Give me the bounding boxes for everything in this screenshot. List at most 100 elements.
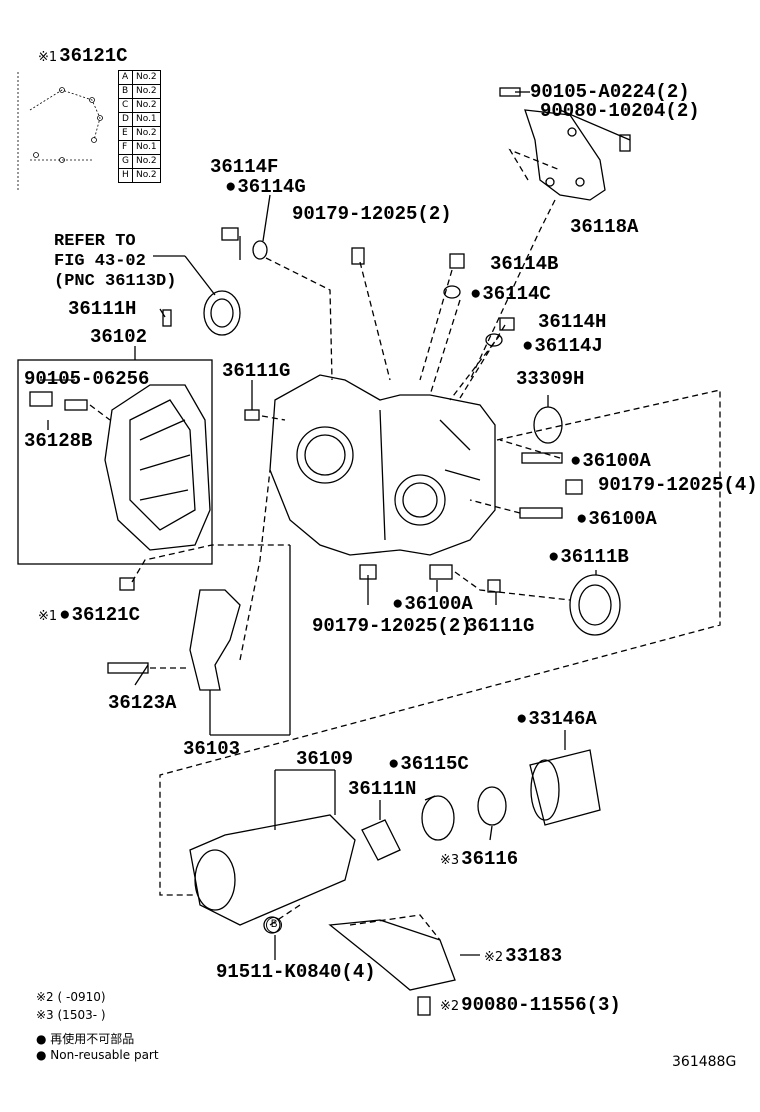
- label-36128b[interactable]: 36128B: [24, 430, 93, 452]
- label-90179-bot[interactable]: 90179-12025(2): [312, 615, 472, 637]
- bolt-type-cell: No.1: [131, 140, 161, 155]
- note-marker-1-b: ※1: [38, 609, 58, 624]
- bolt-type-cell: No.1: [131, 112, 161, 127]
- sleeve-33146a-end: [530, 759, 560, 821]
- label-36114f[interactable]: 36114F: [210, 156, 279, 178]
- note-2: ※2 ( -0910): [36, 990, 106, 1004]
- bolt-position-cell: B: [118, 84, 133, 99]
- bolt-position-cell: E: [118, 126, 133, 141]
- housing-ribs: [379, 409, 481, 541]
- seal-36115c: [421, 795, 455, 841]
- clamp-36128b: [29, 391, 53, 407]
- o-ring-33309h: [533, 406, 563, 444]
- label-33309h[interactable]: 33309H: [516, 368, 585, 390]
- label-36100a-2[interactable]: 36100A: [576, 510, 656, 529]
- cover-36102-ribs: [139, 419, 191, 501]
- label-36114j[interactable]: 36114J: [522, 337, 602, 356]
- label-36111g-bot[interactable]: 36111G: [466, 615, 535, 637]
- stud-36100a-2: [519, 507, 563, 519]
- label-36100a-1[interactable]: 36100A: [570, 452, 650, 471]
- pin-36111h: [162, 309, 172, 327]
- note-marker-1: ※1: [38, 50, 58, 65]
- label-36114h[interactable]: 36114H: [538, 311, 607, 333]
- label-36102[interactable]: 36102: [90, 326, 148, 348]
- cover-group-frame: [17, 359, 213, 565]
- label-36111g-top[interactable]: 36111G: [222, 360, 291, 382]
- stud-36100a-1: [521, 452, 563, 464]
- bracket-hole-1: [545, 177, 555, 187]
- plug-36114b: [449, 253, 465, 269]
- figure-code: 361488G: [672, 1054, 737, 1070]
- note-marker-3: ※3: [440, 853, 460, 868]
- bolt-90080-10204: [619, 134, 631, 152]
- pin-36111g-top: [244, 409, 260, 421]
- label-90080-11556-number: 90080-11556(3): [461, 994, 621, 1016]
- oil-seal-ref-inner: [210, 298, 234, 328]
- housing-bore-left: [296, 426, 354, 484]
- label-36118a[interactable]: 36118A: [570, 216, 639, 238]
- label-90105-06256[interactable]: 90105-06256: [24, 368, 150, 390]
- leader-lines: [40, 91, 631, 960]
- note-non-reusable-jp: ● 再使用不可部品: [36, 1032, 135, 1046]
- label-36111b[interactable]: 36111B: [548, 548, 628, 567]
- refer-line-3: (PNC 36113D): [54, 272, 177, 291]
- label-36114c[interactable]: 36114C: [470, 285, 550, 304]
- bolt-type-cell: No.2: [131, 84, 161, 99]
- assembly-lines: [89, 148, 721, 941]
- bracket-hole-2: [575, 177, 585, 187]
- label-36111h[interactable]: 36111H: [68, 298, 137, 320]
- bolt-type-cell: No.2: [131, 168, 161, 183]
- bolt-type-cell: No.2: [131, 154, 161, 169]
- refer-note: REFER TO FIG 43-02 (PNC 36113D): [54, 232, 176, 292]
- seal-36111b: [569, 574, 621, 636]
- label-90080-10204[interactable]: 90080-10204(2): [540, 100, 700, 122]
- bolt-90179-top: [351, 247, 365, 265]
- label-36111n[interactable]: 36111N: [348, 778, 417, 800]
- label-36103[interactable]: 36103: [183, 738, 241, 760]
- label-90179-12025-4[interactable]: 90179-12025(4): [598, 474, 758, 496]
- label-90105-a0224[interactable]: 90105-A0224(2): [530, 81, 690, 103]
- ring-36116: [477, 786, 507, 826]
- housing-bore-right: [394, 474, 446, 526]
- note-marker-2: ※2: [484, 950, 504, 965]
- bolt-90105-06256: [64, 399, 88, 411]
- label-33146a[interactable]: 33146A: [516, 710, 596, 729]
- bolt-type-cell: No.2: [131, 98, 161, 113]
- cover-36102-inner: [129, 399, 196, 531]
- washer-36114c: [443, 285, 461, 299]
- label-36100a-3[interactable]: 36100A: [392, 595, 472, 614]
- bolt-position-cell: D: [118, 112, 133, 127]
- label-90179-top[interactable]: 90179-12025(2): [292, 203, 452, 225]
- bolt-90080-11556: [417, 996, 431, 1016]
- plug-36114f: [221, 227, 239, 241]
- seal-36111b-inner: [578, 584, 612, 626]
- bushing-36111n: [361, 819, 401, 861]
- washer-36114j: [485, 333, 503, 347]
- label-36123a[interactable]: 36123A: [108, 692, 177, 714]
- nut-90179-4: [565, 479, 583, 495]
- label-91511[interactable]: 91511-K0840(4): [216, 961, 376, 983]
- label-36114b[interactable]: 36114B: [490, 253, 559, 275]
- bolt-pattern-sketch: [17, 72, 101, 190]
- label-36114g[interactable]: 36114G: [225, 178, 305, 197]
- label-36109[interactable]: 36109: [296, 748, 354, 770]
- bolt-position-cell: G: [118, 154, 133, 169]
- label-36115c[interactable]: 36115C: [388, 755, 468, 774]
- bolt-36123a: [107, 662, 149, 674]
- bolt-position-cell: A: [118, 70, 133, 85]
- label-36116-number: 36116: [461, 848, 519, 870]
